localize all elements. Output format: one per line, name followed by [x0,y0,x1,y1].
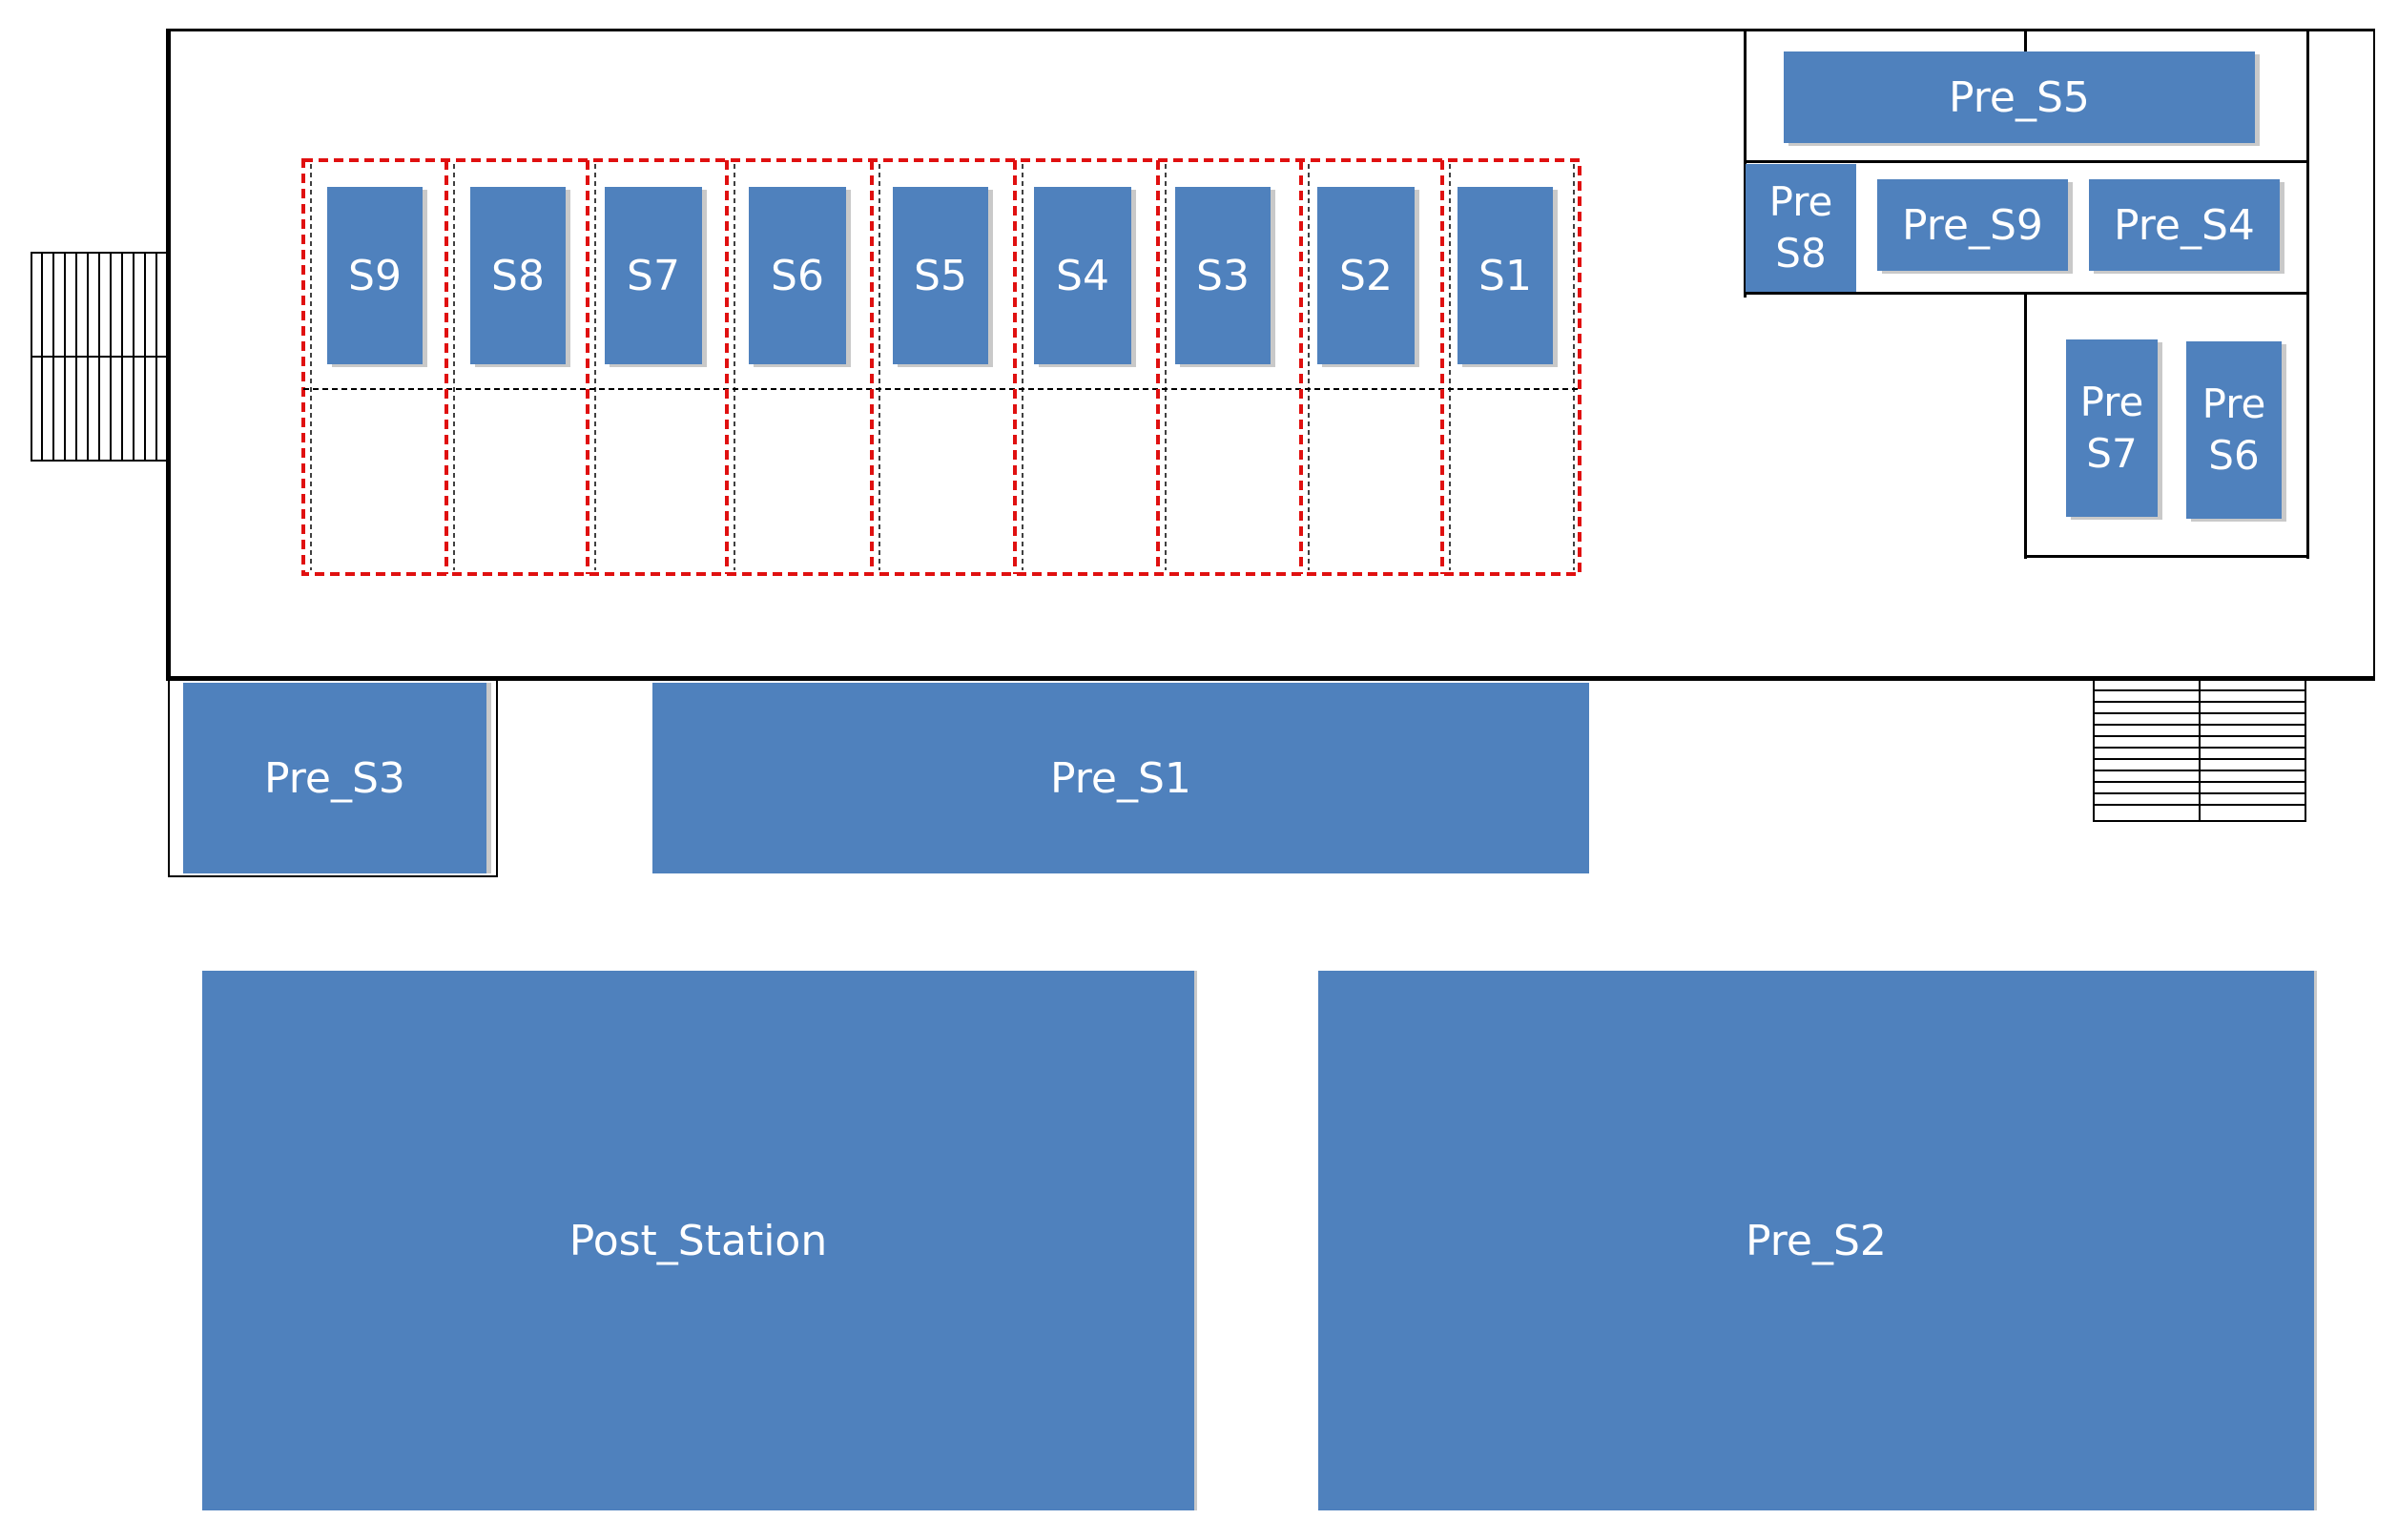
station-bays-grid [301,158,1581,576]
station-s1[interactable]: S1 [1457,187,1553,364]
pre-s6-area[interactable]: Pre S6 [2186,341,2282,519]
wall [2024,31,2027,69]
pre-s8-area[interactable]: Pre S8 [1746,164,1856,292]
right-staircase [2093,681,2306,822]
pre-s2-area[interactable]: Pre_S2 [1318,971,2314,1510]
wall [1744,160,2308,163]
wall [1744,31,1747,298]
wall [2024,555,2308,558]
wall [2024,292,2027,559]
main-building [166,29,2375,681]
pre-s1-area[interactable]: Pre_S1 [652,683,1589,873]
station-s2[interactable]: S2 [1317,187,1415,364]
station-s9[interactable]: S9 [327,187,423,364]
station-s3[interactable]: S3 [1175,187,1271,364]
left-staircase [31,252,168,462]
station-s5[interactable]: S5 [893,187,988,364]
post-station-area[interactable]: Post_Station [202,971,1194,1510]
pre-s9-area[interactable]: Pre_S9 [1877,179,2068,271]
station-s6[interactable]: S6 [749,187,846,364]
pre-s3-area[interactable]: Pre_S3 [183,683,486,873]
pre-s4-area[interactable]: Pre_S4 [2089,179,2280,271]
pre-s7-area[interactable]: Pre S7 [2066,339,2158,517]
station-s4[interactable]: S4 [1034,187,1131,364]
right-staircase-lines [2095,681,2305,820]
station-s7[interactable]: S7 [605,187,702,364]
wall [2306,31,2309,559]
bays-outline [301,158,1581,576]
station-s8[interactable]: S8 [470,187,566,364]
left-staircase-lines [32,254,166,460]
pre-s5-area[interactable]: Pre_S5 [1784,51,2255,143]
pre-s3-enclosure [168,681,498,877]
